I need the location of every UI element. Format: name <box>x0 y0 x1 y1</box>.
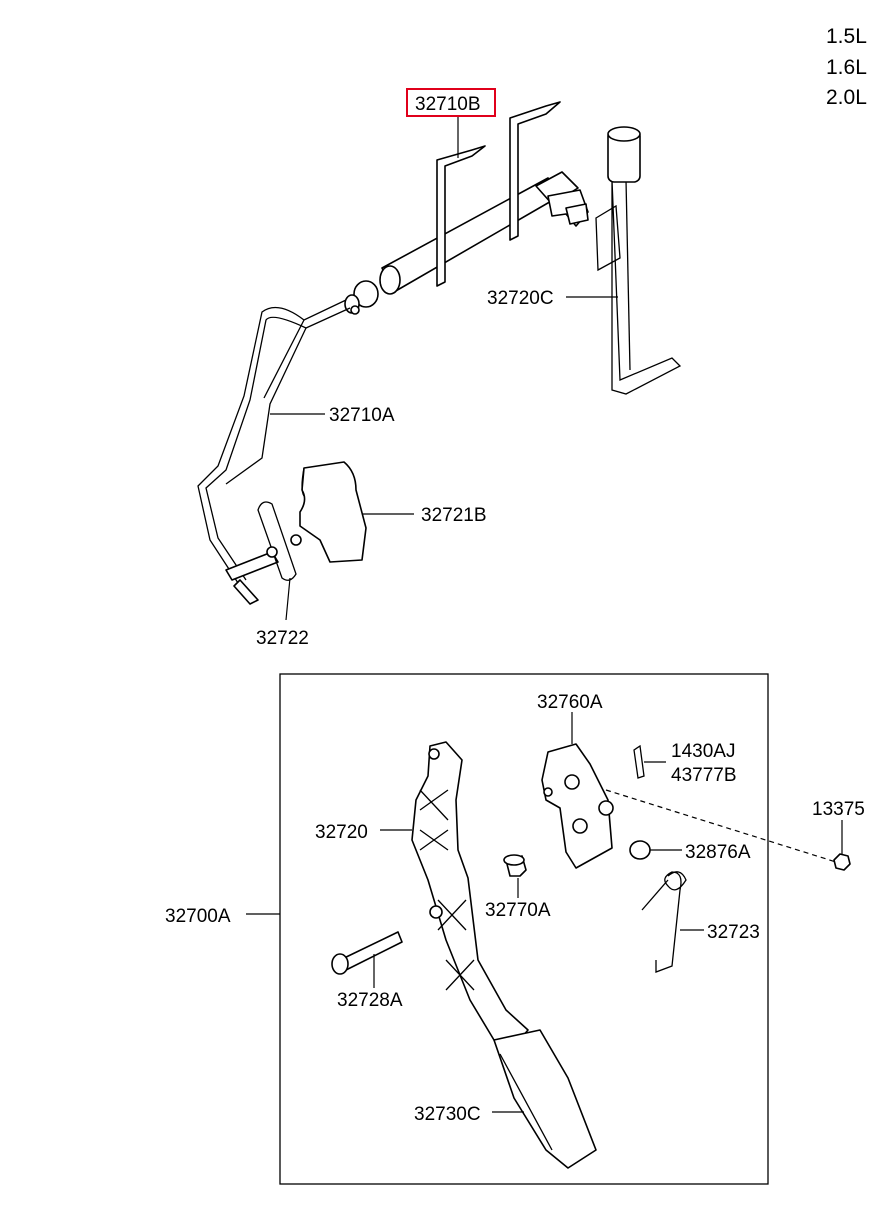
pedal-assembly <box>331 741 851 1169</box>
engine-2: 1.6L <box>826 56 867 79</box>
lower-labels: 32760A 1430AJ 43777B 13375 32720 32876A … <box>165 692 865 1125</box>
bent-rod-inner <box>197 299 347 587</box>
rod-end-tip <box>233 579 259 605</box>
shaft-tube <box>381 177 561 293</box>
leader-dashed-axis <box>605 789 837 863</box>
leader-32722 <box>285 577 291 621</box>
clip-washer <box>266 546 278 558</box>
bushing-32876A <box>629 840 651 860</box>
bent-rod-brace-2 <box>263 319 305 399</box>
accelerator-rod-assembly <box>197 101 682 605</box>
label-32723[interactable]: 32723 <box>707 922 760 943</box>
bracket-hole-4 <box>543 787 553 797</box>
assembly-box-32700A <box>279 673 769 1185</box>
engine-list: 1.5L 1.6L 2.0L <box>826 25 867 109</box>
rod-32720C-cap-top <box>607 126 641 142</box>
upper-labels: 32710B 32720C 32710A 32721B 32722 <box>256 94 554 649</box>
label-32730C[interactable]: 32730C <box>414 1104 481 1125</box>
pedal-pad-line <box>499 1053 553 1151</box>
bushing <box>353 280 379 308</box>
label-32728A[interactable]: 32728A <box>337 990 403 1011</box>
bracket-hole-2 <box>598 800 614 816</box>
bent-rod-brace <box>225 327 307 485</box>
pin-32728A-head <box>331 953 349 975</box>
pedal-pad <box>299 461 367 563</box>
pedal-pad-edge <box>301 467 305 497</box>
spring-32723-arm <box>641 879 669 911</box>
bracket-hole-1 <box>564 774 580 790</box>
label-32720[interactable]: 32720 <box>315 822 368 843</box>
engine-1: 1.5L <box>826 25 867 48</box>
pedal-arm-top-hole <box>428 748 440 760</box>
nut-13375 <box>833 853 851 871</box>
rod-32720C-loop <box>595 204 621 272</box>
pedal-pad-lower <box>493 1029 597 1169</box>
cotter-pin <box>633 744 645 779</box>
pedal-arm-ribs <box>419 789 475 991</box>
bushing-pin <box>350 305 360 315</box>
pedal-arm-pivot <box>429 905 443 919</box>
label-32710B[interactable]: 32710B <box>415 94 481 115</box>
lever-arm-right <box>509 101 561 241</box>
pedal-arm <box>411 741 529 1045</box>
pin-32728A <box>339 931 403 971</box>
bracket-hole-3 <box>572 818 588 834</box>
rod-32720C-outline <box>611 179 682 395</box>
label-1430AJ[interactable]: 1430AJ <box>671 741 735 762</box>
bushing-32770A-top <box>503 854 525 866</box>
upper-leaders <box>270 116 618 621</box>
label-32721B[interactable]: 32721B <box>421 505 487 526</box>
shaft-end-cap <box>535 171 579 205</box>
label-32876A[interactable]: 32876A <box>685 842 751 863</box>
rod-32720C-inner <box>625 179 631 371</box>
label-32722[interactable]: 32722 <box>256 628 309 649</box>
label-32720C[interactable]: 32720C <box>487 288 554 309</box>
highlight-box <box>406 88 496 117</box>
label-13375[interactable]: 13375 <box>812 799 865 820</box>
lower-leaders <box>246 712 843 1113</box>
label-32760A[interactable]: 32760A <box>537 692 603 713</box>
lever-arm-left <box>436 145 486 287</box>
label-43777B[interactable]: 43777B <box>671 765 737 786</box>
label-32770A[interactable]: 32770A <box>485 900 551 921</box>
label-32710A[interactable]: 32710A <box>329 405 395 426</box>
label-32700A[interactable]: 32700A <box>165 906 231 927</box>
engine-3: 2.0L <box>826 86 867 109</box>
clip-nut <box>290 534 302 546</box>
rod-end-pin <box>225 551 279 581</box>
spring-clip <box>257 501 297 581</box>
spring-32723 <box>655 871 687 973</box>
bracket-nut <box>565 203 589 225</box>
shaft-tube-end <box>379 265 401 295</box>
